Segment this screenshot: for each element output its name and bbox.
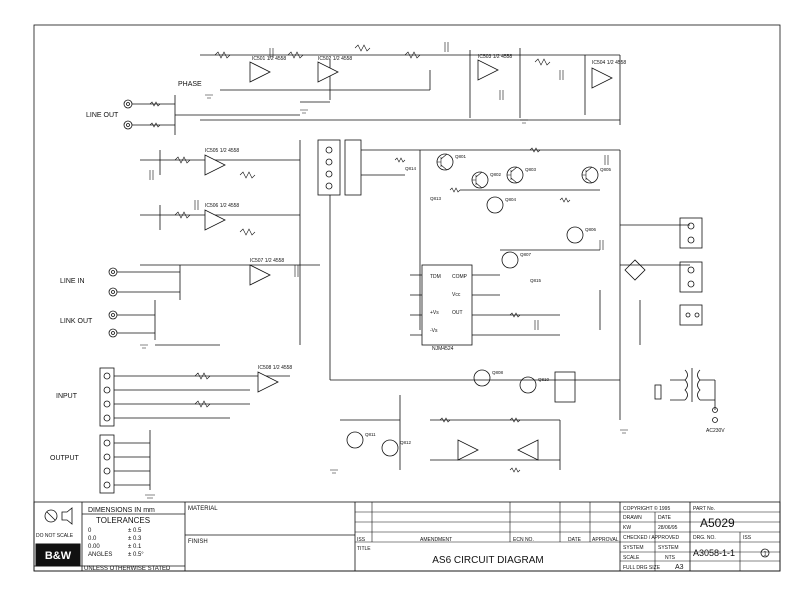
date-label: DATE [568,537,582,543]
drawn-by: KW [623,525,631,531]
ic-label: IC505 1/2 4558 [205,148,239,154]
regulator-name: NJM4524 [432,346,454,352]
iss-value: 1 [763,552,767,558]
ic-label: IC506 1/2 4558 [205,203,239,209]
tolerance-digits: 0.0 [88,536,97,542]
transistor-label: Q805 [600,167,612,172]
ic-label: IC501 1/2 4558 [252,56,286,62]
tolerance-digits: 0.00 [88,544,100,550]
tolerance-value: ± 0.1 [128,544,142,550]
title-block: B&W DO NOT SCALE DIMENSIONS IN mm TOLERA… [33,501,781,572]
scale-value: NTS [665,555,676,561]
regulator-pin: +Vs [430,310,439,316]
date-field-label: DATE [658,515,672,521]
title-label: TITLE [357,546,371,552]
tolerance-value: ± 0.3 [128,536,142,542]
tolerance-digits: 0 [88,528,92,534]
transistor-label: Q813 [430,196,442,201]
line-out-label: LINE OUT [86,112,119,119]
regulator-pin: -Vs [430,328,438,334]
drg-no: A3058-1-1 [693,548,735,558]
drawn-label: DRAWN [623,515,642,521]
ecn-label: ECN NO. [513,537,534,543]
transistor-label: Q810 [538,377,550,382]
line-out-connector: LINE OUT [86,95,300,135]
mid-left-stages: IC505 1/2 4558 IC506 1/2 4558 IC507 1/2 … [140,148,320,286]
transistor-label: Q801 [455,154,467,159]
transistor-label: Q812 [400,440,412,445]
output-terminal: OUTPUT [50,430,155,499]
output-label: OUTPUT [50,455,80,462]
ic-label: IC504 1/2 4558 [592,60,626,66]
tolerance-value: ± 0.5° [128,552,144,558]
regulator-pin: TDM [430,274,441,280]
drawing-border [33,24,781,572]
tolerance-digits: ANGLES [88,552,112,558]
ic-label: IC503 1/2 4558 [478,54,512,60]
dimensions-label: DIMENSIONS IN mm [88,507,155,514]
line-in-connector: LINE IN [60,265,181,300]
line-in-label: LINE IN [60,278,85,285]
regulator-pin: Vcc [452,292,461,298]
phase-label: PHASE [178,81,202,88]
transistor-label: Q808 [492,370,504,375]
iss-label: ISS [743,535,752,541]
do-not-scale: DO NOT SCALE [36,533,74,539]
link-out-label: LINK OUT [60,318,93,325]
issue-label: ISS [357,537,366,543]
tolerances-label: TOLERANCES [96,516,150,525]
tolerance-value: ± 0.5 [128,528,142,534]
scale-label: SCALE [623,555,640,561]
ic-label: IC507 1/2 4558 [250,258,284,264]
part-no: A5029 [700,516,735,530]
approval-label: APPROVAL [592,537,619,543]
regulator-pin: COMP [452,274,468,280]
ic-label: IC508 1/2 4558 [258,365,292,371]
transistor-label: Q802 [490,172,502,177]
regulator-pin: OUT [452,310,463,316]
full-drg-size: A3 [675,564,684,571]
protection-section [330,369,628,474]
transistor-label: Q803 [525,167,537,172]
ac-mains-label: AC230V [706,428,725,434]
power-supply: AC230V [599,217,725,434]
unless-stated: UNLESS OTHERWISE STATED [84,566,171,572]
transistor-label: Q807 [520,252,532,257]
system-label: SYSTEM [623,545,644,551]
output-stage [394,147,621,420]
date-value: 28/06/95 [658,525,678,531]
checked-label: CHECKED / APPROVED [623,535,680,541]
transistor-label: Q811 [365,432,376,437]
amendment-label: AMENDMENT [420,537,452,543]
drg-no-label: DRG. NO. [693,535,716,541]
ic-label: IC502 1/2 4558 [318,56,352,62]
transistor-label: Q804 [505,197,517,202]
material-label: MATERIAL [188,506,218,512]
copyright: COPYRIGHT © 1995 [623,505,670,512]
finish-label: FINISH [188,539,208,545]
transistor-label: Q815 [530,278,542,283]
system-value: SYSTEM [658,545,679,551]
phase-filter-chain: PHASE IC501 1/2 4558 IC502 1/2 4558 IC50… [178,42,626,125]
link-out-connector: LINK OUT [60,300,220,349]
part-no-label: PART No. [693,506,715,512]
transistor-label: Q814 [405,166,417,171]
connector-cn501 [299,139,420,380]
full-drg-size-label: FULL DRG SIZE [623,565,661,571]
regulator-ic: NJM4524 TDM COMP Vcc OUT +Vs -Vs [410,264,560,352]
logo: B&W [45,550,72,562]
drawing-title: AS6 CIRCUIT DIAGRAM [432,555,544,566]
transistor-label: Q806 [585,227,597,232]
input-label: INPUT [56,393,78,400]
input-terminal: INPUT IC508 1/2 4558 [56,365,292,427]
